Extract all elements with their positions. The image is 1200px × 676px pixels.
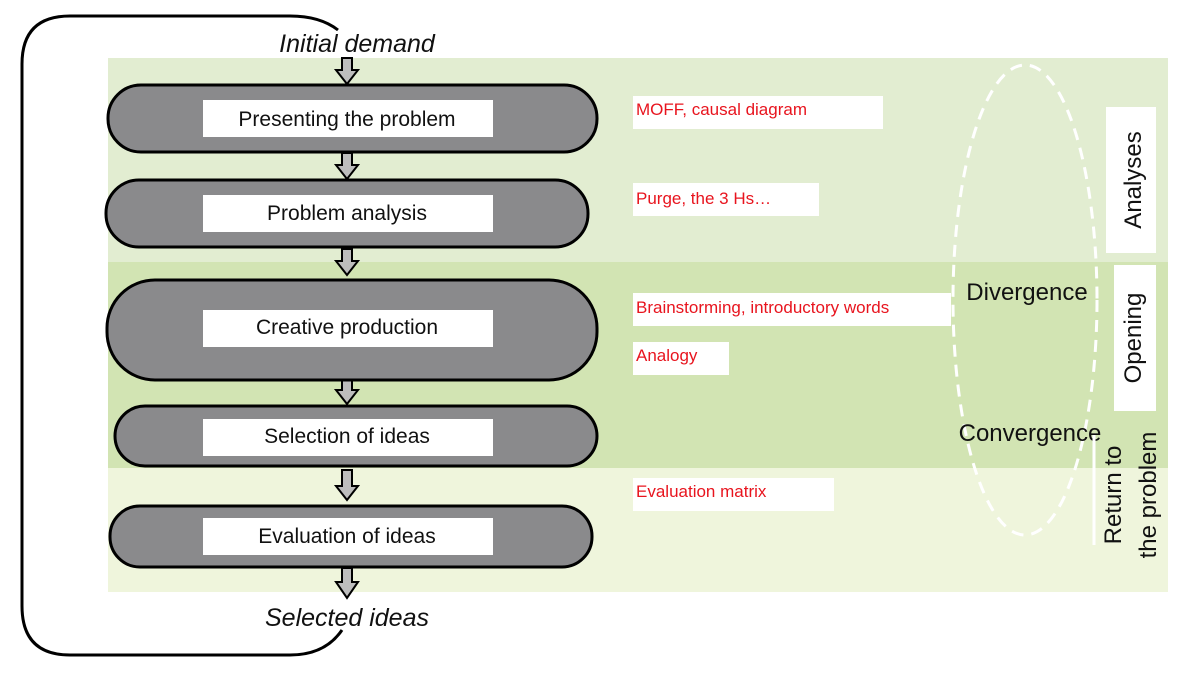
convergence-label: Convergence xyxy=(959,420,1102,447)
divergence-label: Divergence xyxy=(966,279,1087,306)
arrow-down-icon xyxy=(333,57,361,86)
tool-item: MOFF, causal diagram xyxy=(636,100,807,119)
step-label: Selection of ideas xyxy=(264,425,430,448)
arrow-down-icon xyxy=(333,469,361,502)
step-label: Presenting the problem xyxy=(238,108,455,131)
arrow-down-icon xyxy=(333,248,361,277)
tool-item: Purge, the 3 Hs… xyxy=(636,189,771,208)
step-label: Evaluation of ideas xyxy=(258,525,435,548)
step-creative: Creative production xyxy=(105,278,599,382)
step-analysis: Problem analysis xyxy=(104,178,590,249)
tool-list: MOFF, causal diagram Purge, the 3 Hs… Br… xyxy=(633,96,951,511)
divergence-convergence-ellipse xyxy=(951,63,1099,537)
return-label-line2: the problem xyxy=(1135,432,1162,559)
arrow-down-icon xyxy=(333,152,361,181)
output-label: Selected ideas xyxy=(265,604,429,632)
arrow-down-icon xyxy=(334,567,360,600)
tool-item: Brainstorming, introductory words xyxy=(636,298,889,317)
tool-item: Analogy xyxy=(636,346,698,365)
feedback-loop xyxy=(20,14,344,657)
arrow-down-icon xyxy=(333,379,361,406)
step-evaluation: Evaluation of ideas xyxy=(108,504,594,569)
step-label: Problem analysis xyxy=(267,202,427,225)
input-label: Initial demand xyxy=(279,30,436,58)
tool-item: Evaluation matrix xyxy=(636,482,767,501)
flow-arrows xyxy=(333,57,361,600)
opening-label: Opening xyxy=(1120,293,1147,384)
analyses-label: Analyses xyxy=(1120,131,1147,228)
step-selection: Selection of ideas xyxy=(113,404,599,468)
step-label: Creative production xyxy=(256,316,438,339)
step-presenting: Presenting the problem xyxy=(106,83,599,154)
return-label-line1: Return to xyxy=(1100,446,1127,545)
